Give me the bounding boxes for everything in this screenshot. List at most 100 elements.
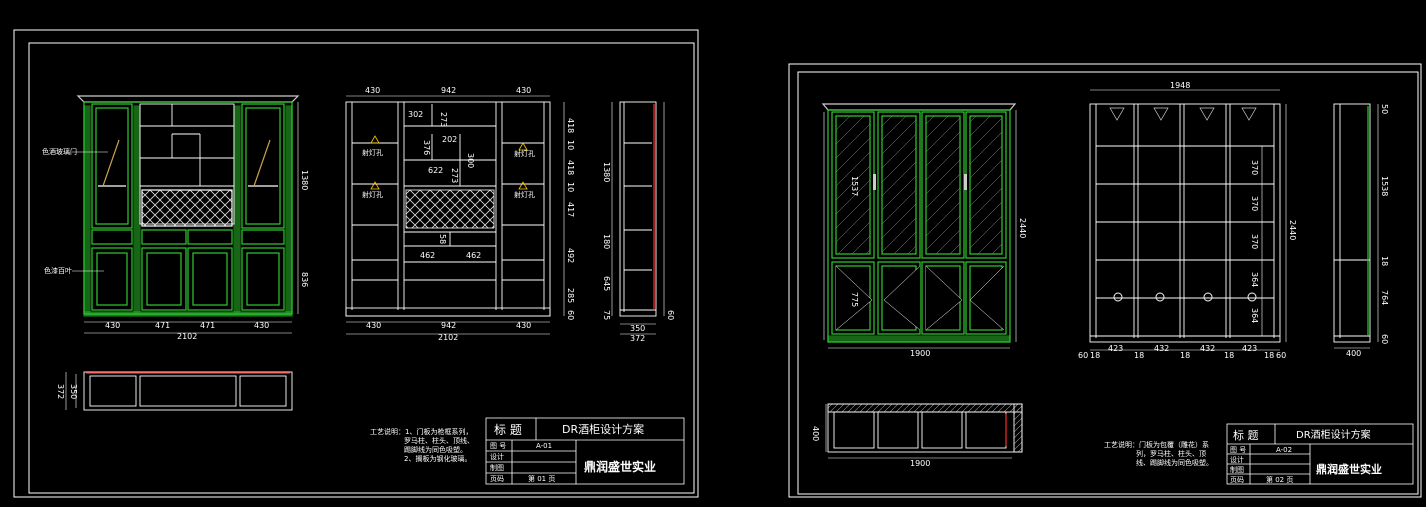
front-bottom-dim-4: 430 [254,321,269,330]
sheet-2-title-label: 标 题 [1233,428,1259,442]
section-inner-dim-7: 273 [450,168,459,183]
s2-bottom-4: 18 [1134,351,1144,360]
s2-bottom-9: 423 [1242,344,1257,353]
section-inner-dim-5: 300 [466,153,475,168]
side-bottom-dim-1: 350 [630,324,645,333]
sheet-1-draw-label: 制图 [490,463,504,472]
front-bottom-dim-3: 471 [200,321,215,330]
sheet-2-note-3: 线、踢脚线为同色吸塑。 [1136,458,1213,467]
side-dim-4: 75 [602,310,611,320]
sheet-1-page-label: 页码 [490,475,504,483]
s2-bottom-5: 432 [1154,344,1169,353]
sheet-2-company: 鼎润盛世实业 [1316,462,1382,476]
sheet-1-section-view [345,101,551,317]
sheet-2-num-label: 图 号 [1230,446,1246,454]
plan-dim-2: 350 [69,384,78,399]
sheet-1-title-block [485,417,685,485]
section-bottom-dim-2: 942 [441,321,456,330]
sheet-1-note-1: 工艺说明：1、门板为枪框系列， [370,427,472,436]
section-bottom-dim-3: 430 [516,321,531,330]
sheet-1-title: DR酒柜设计方案 [562,422,644,436]
sheet-2-note-1: 工艺说明：门板为包覆（雕花）系 [1104,440,1209,449]
sheet-2-side-view [1333,103,1371,343]
section-inner-dim-4: 202 [442,135,457,144]
s2-side-dim-1: 50 [1380,104,1389,114]
sheet-1-inner-border [28,42,695,494]
sheet-1-note-2: 罗马柱、柱头、顶线、 [404,436,474,445]
section-side-dim-3: 418 [566,160,575,175]
s2-front-height-2: 775 [850,292,859,307]
s2-bottom-8: 18 [1224,351,1234,360]
section-side-dim-7: 285 [566,288,575,303]
sheet-2-section-view [1089,103,1281,343]
section-inner-dim-9: 462 [420,251,435,260]
sheet-1-page: 第 01 页 [528,474,555,483]
s2-plan-dim-2: 1900 [910,459,930,468]
s2-plan-dim-1: 400 [811,426,820,441]
sheet-2-num: A-02 [1276,446,1292,454]
s2-bottom-6: 18 [1180,351,1190,360]
side-bottom-dim-2: 372 [630,334,645,343]
plan-dim-1: 372 [56,384,65,399]
sheet-2: 1537 775 2440 1900 [788,63,1422,498]
sheet-2-outer-border [788,63,1422,498]
s2-section-side-2: 370 [1250,196,1259,211]
front-bottom-dim-2: 471 [155,321,170,330]
section-side-dim-8: 60 [566,310,575,320]
sheet-2-note-2: 列，罗马柱、柱头、顶 [1136,449,1206,458]
sheet-1-note-3: 踢脚线为同色吸塑。 [404,445,467,454]
s2-side-dim-3: 18 [1380,256,1389,266]
s2-bottom-1: 60 [1078,351,1088,360]
s2-section-side-4: 364 [1250,272,1259,287]
s2-front-height-1: 1537 [850,176,859,196]
section-top-dim-1: 430 [365,86,380,95]
side-dim-2: 180 [602,234,611,249]
callout-louver: 色漆百叶 [44,266,72,275]
s2-spotlights [1109,107,1257,121]
s2-bottom-10: 18 [1264,351,1274,360]
section-top-dim-3: 430 [516,86,531,95]
section-inner-dim-2: 273 [439,112,448,127]
s2-side-dim-5: 60 [1380,334,1389,344]
sheet-2-front-elevation [821,103,1017,343]
section-side-dim-6: 492 [566,248,575,263]
sheet-1-design-label: 设计 [490,452,504,461]
section-side-dim-2: 10 [566,140,575,150]
section-top-dim-2: 942 [441,86,456,95]
sheet-1-note-4: 2、搁板为钢化玻璃。 [404,454,471,463]
sheet-1-side-view [619,101,657,317]
section-side-dim-4: 10 [566,182,575,192]
s2-side-dim-4: 764 [1380,290,1389,305]
section-inner-dim-6: 622 [428,166,443,175]
front-bottom-dim-1: 430 [105,321,120,330]
sheet-2-title: DR酒柜设计方案 [1296,428,1371,441]
s2-side-dim-2: 1538 [1380,176,1389,196]
sheet-1: 430 471 471 430 2102 1380 836 色酒玻璃门 色漆百叶 [13,29,699,498]
s2-section-side-5: 364 [1250,308,1259,323]
sheet-1-title-label: 标 题 [494,423,522,437]
side-dim-5: 60 [666,310,675,320]
sheet-2-page: 第 02 页 [1266,475,1293,484]
front-total-dim: 2102 [177,332,197,341]
sheet-2-design-label: 设计 [1230,455,1244,464]
sheet-1-front-elevation [76,95,300,317]
front-height-dim-2: 836 [300,272,309,287]
sheet-2-inner-border [797,71,1419,495]
callout-spotlight-4: 射灯孔 [514,190,535,199]
sheet-1-num: A-01 [536,442,552,450]
section-side-dim-1: 418 [566,118,575,133]
side-dim-1: 1380 [602,162,611,182]
s2-section-side-3: 370 [1250,234,1259,249]
side-dim-3: 645 [602,276,611,291]
section-inner-dim-8: 58 [438,234,447,244]
sheet-1-company: 鼎润盛世实业 [584,459,656,474]
sheet-2-title-block [1226,423,1414,485]
callout-spotlight-1: 射灯孔 [362,148,383,157]
sheet-2-draw-label: 制图 [1230,465,1244,474]
s2-front-total-h: 2440 [1018,218,1027,238]
front-height-dim-1: 1380 [300,170,309,190]
section-total-dim: 2102 [438,333,458,342]
section-bottom-dim-1: 430 [366,321,381,330]
s2-front-total-w: 1900 [910,349,930,358]
